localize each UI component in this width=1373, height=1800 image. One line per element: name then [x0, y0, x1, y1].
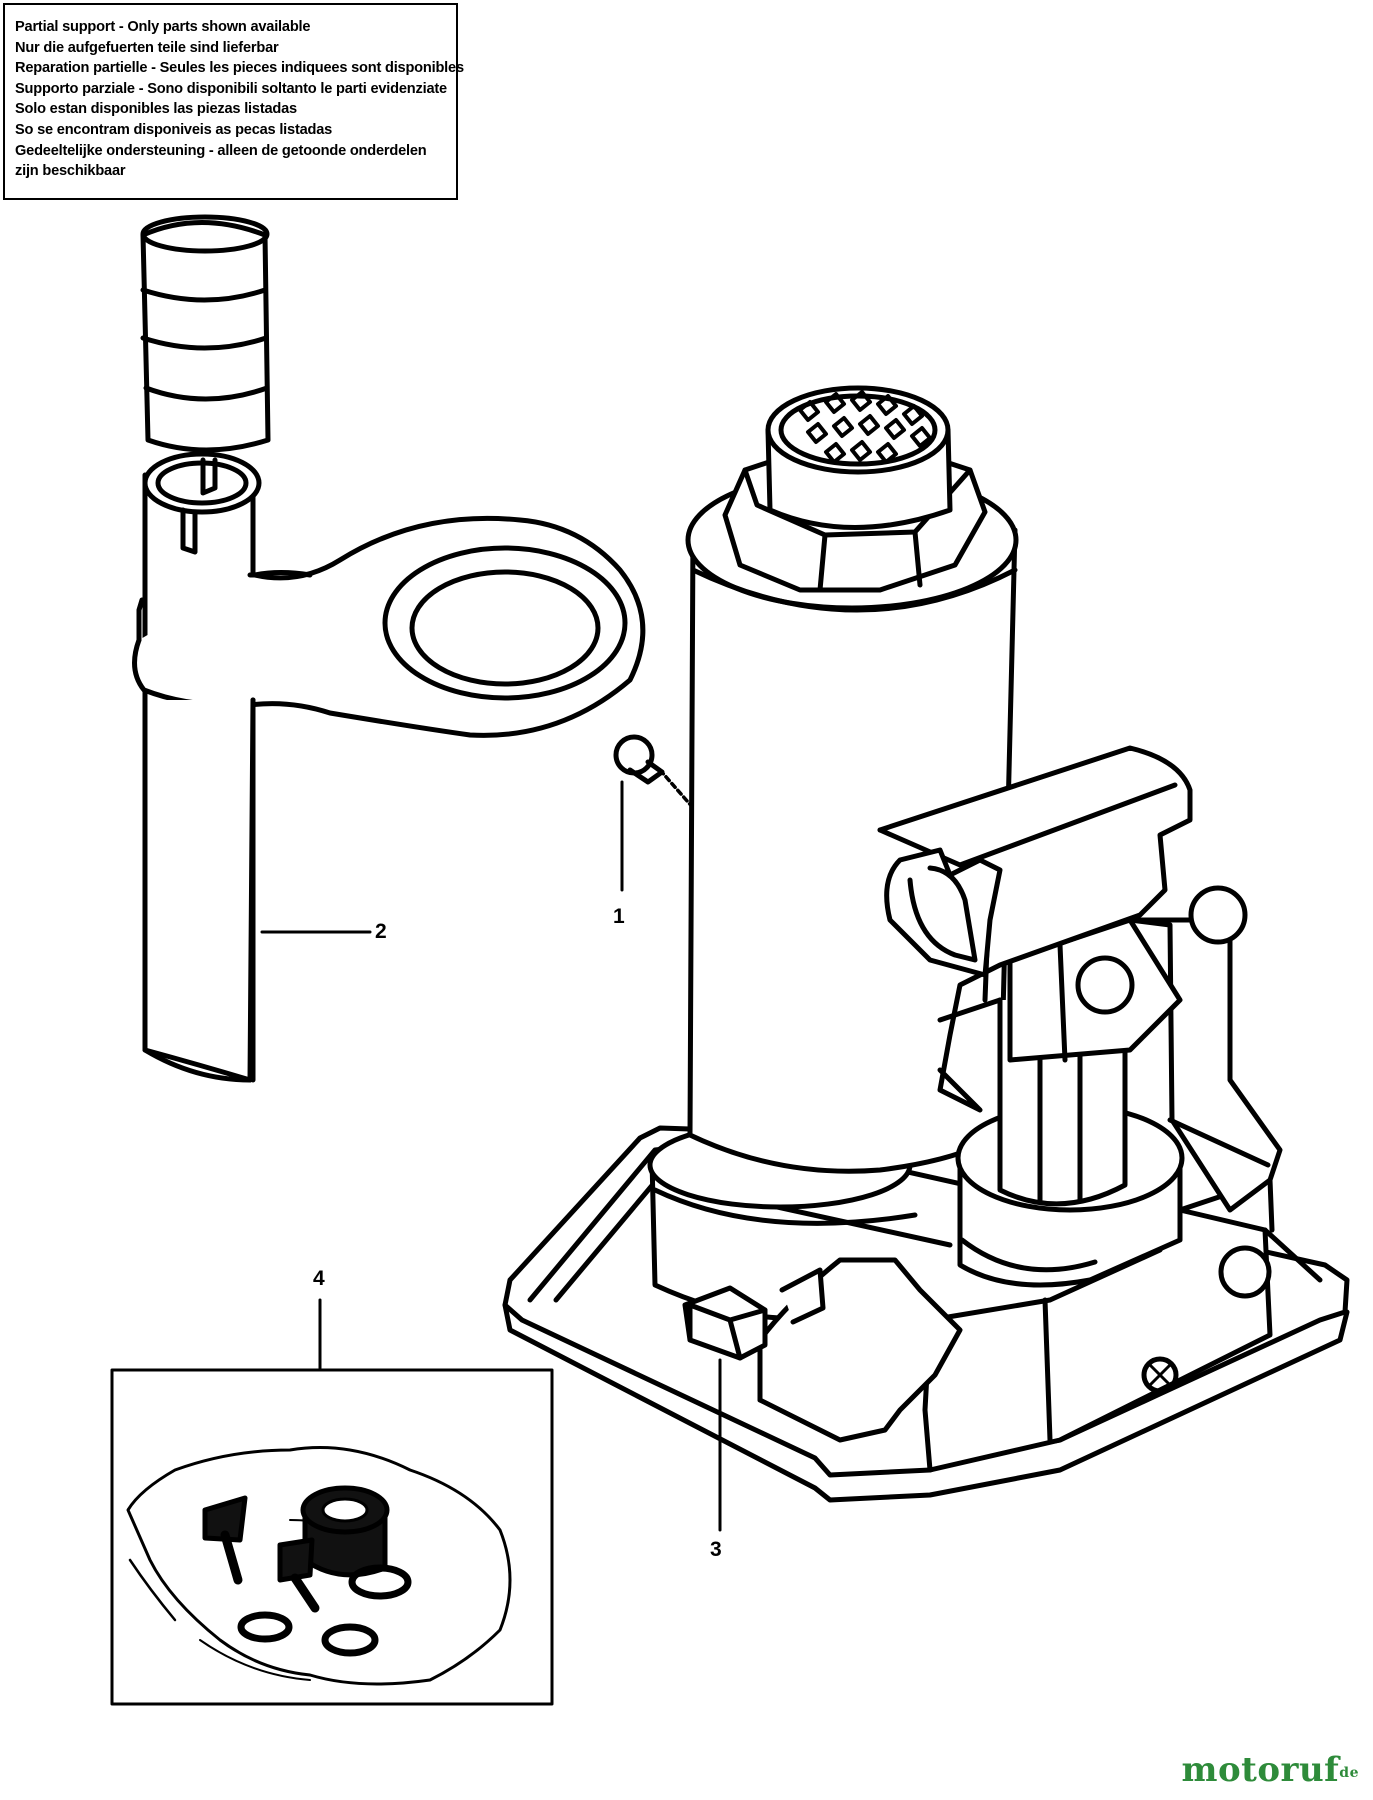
notice-line-french: Reparation partielle - Seules les pieces…	[15, 60, 464, 77]
watermark: motorufde	[1182, 1750, 1360, 1790]
notice-line-english: Partial support - Only parts shown avail…	[15, 19, 311, 35]
callout-part-2: 2	[375, 920, 387, 943]
notice-line-dutch: Gedeeltelijke ondersteuning - alleen de …	[15, 142, 427, 159]
notice-line-spanish: Solo estan disponibles las piezas listad…	[15, 101, 297, 118]
callout-part-1: 1	[613, 905, 625, 928]
notice-line-italian: Supporto parziale - Sono disponibili sol…	[15, 80, 447, 97]
watermark-text: motoruf	[1181, 1750, 1340, 1790]
notice-line-dutch-cont: zijn beschikbaar	[15, 163, 126, 180]
bottle-jack-body	[502, 385, 1350, 1532]
notice-line-portuguese: So se encontram disponiveis as pecas lis…	[15, 121, 333, 138]
notice-line-german: Nur die aufgefuerten teile sind lieferba…	[15, 39, 279, 56]
callout-part-4: 4	[313, 1267, 325, 1290]
handle-assembly	[132, 214, 646, 1083]
parts-availability-notice: Partial support - Only parts shown avail…	[3, 3, 464, 200]
screw-plug	[613, 734, 697, 892]
callout-part-3: 3	[710, 1538, 722, 1561]
seal-kit-box	[110, 1298, 554, 1706]
watermark-suffix: de	[1339, 1765, 1359, 1781]
